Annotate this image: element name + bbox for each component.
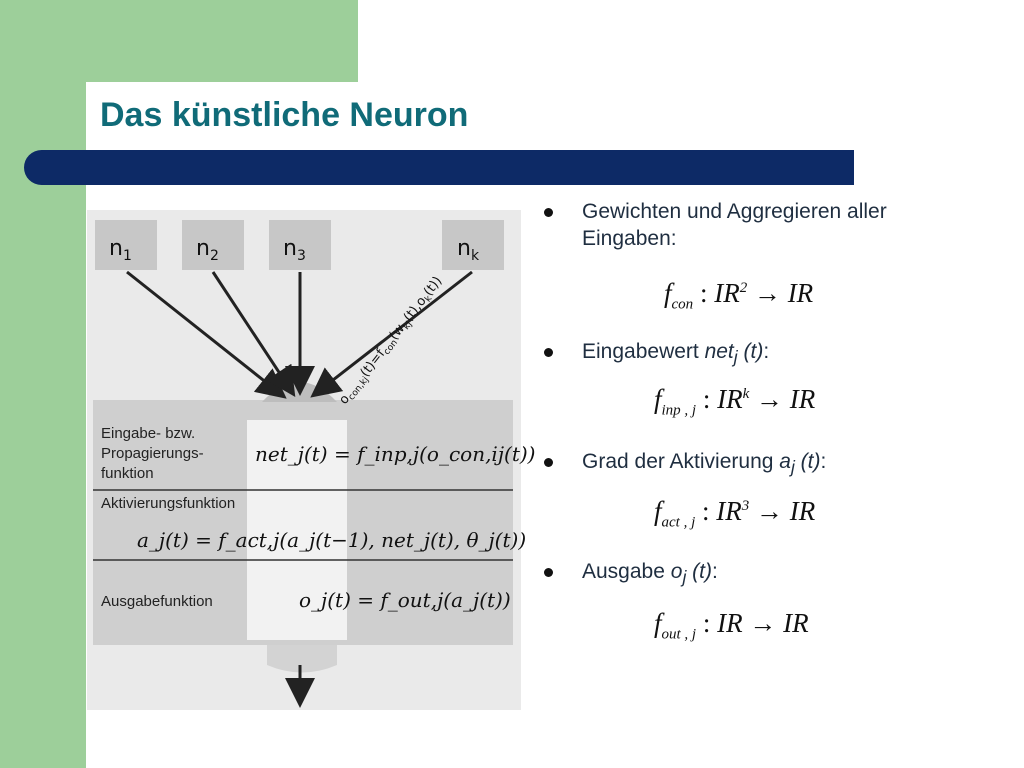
section-label-input-3: funktion bbox=[101, 465, 154, 482]
bullet-dot-icon bbox=[544, 568, 553, 577]
bullet-dot-icon bbox=[544, 348, 553, 357]
title-card bbox=[86, 82, 386, 152]
input-node-box bbox=[182, 220, 244, 270]
section-label-output: Ausgabefunktion bbox=[101, 593, 213, 610]
bullet-dot-icon bbox=[544, 458, 553, 467]
top-green-block bbox=[86, 0, 358, 82]
formula-finp: finp , j : IRk → IR bbox=[654, 384, 816, 419]
equation-activation: a_j(t) = f_act,j(a_j(t−1), net_j(t), θ_j… bbox=[137, 528, 527, 552]
equation-net: net_j(t) = f_inp,j(o_con,ij(t)) bbox=[255, 442, 536, 466]
neuron-core bbox=[247, 420, 347, 640]
formula-fact: fact , j : IR3 → IR bbox=[654, 496, 816, 531]
title-rule bbox=[24, 150, 854, 185]
input-arrow bbox=[310, 270, 473, 398]
neuron-diagram: n1 n2 n3 nk ocon,kj(t)=fcon(wkj(t),ok(t)… bbox=[87, 210, 535, 710]
connection-formula: ocon,kj(t)=fcon(wkj(t),ok(t)) bbox=[336, 274, 447, 409]
input-node-box bbox=[442, 220, 504, 270]
output-cup bbox=[267, 645, 337, 673]
section-label-input: Eingabe- bzw. bbox=[101, 425, 196, 442]
neuron-diagram-svg: n1 n2 n3 nk ocon,kj(t)=fcon(wkj(t),ok(t)… bbox=[93, 220, 513, 708]
formula-fcon: fcon : IR2 → IR bbox=[664, 278, 814, 313]
input-node-box bbox=[95, 220, 157, 270]
left-green-bar bbox=[0, 0, 86, 768]
input-node-box bbox=[269, 220, 331, 270]
bullet-text: Gewichten und Aggregieren aller Eingaben… bbox=[582, 200, 887, 250]
section-label-activation: Aktivierungsfunktion bbox=[101, 495, 236, 512]
input-arrow bbox=[126, 270, 287, 399]
bullet-dot-icon bbox=[544, 208, 553, 217]
formula-fout: fout , j : IR → IR bbox=[654, 608, 809, 643]
input-arrow bbox=[211, 271, 296, 398]
equation-output: o_j(t) = f_out,j(a_j(t)) bbox=[299, 588, 511, 612]
section-label-input-2: Propagierungs- bbox=[101, 445, 204, 462]
slide-title: Das künstliche Neuron bbox=[100, 96, 469, 134]
